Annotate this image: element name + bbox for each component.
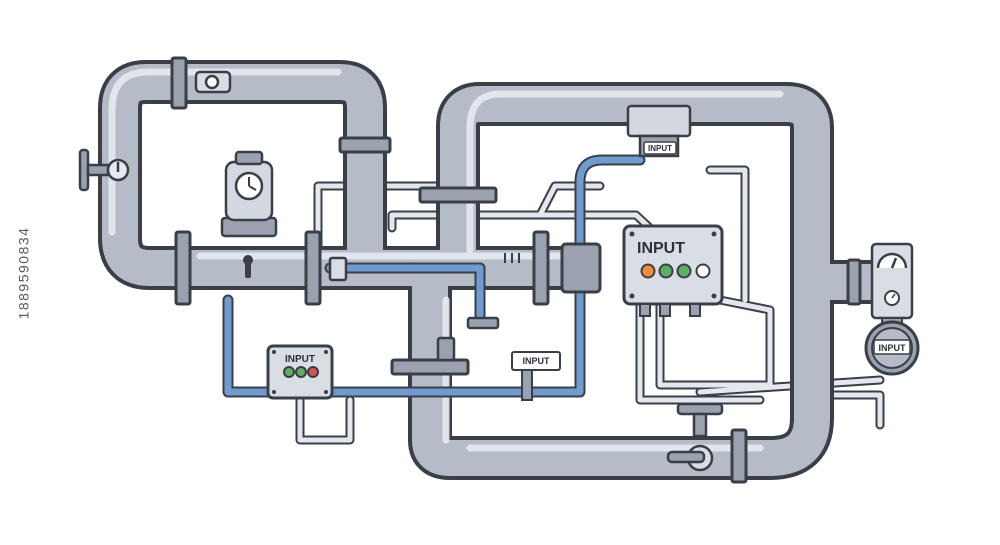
- flow-meter-label: INPUT: [879, 343, 907, 353]
- panel-light-green: [658, 263, 674, 279]
- center-tag-label: INPUT: [523, 356, 551, 366]
- outlet-cap: [466, 316, 500, 330]
- panel-light-orange: [640, 263, 656, 279]
- blue-line: [222, 154, 646, 398]
- pipe-coupling: [328, 256, 348, 282]
- inline-valve-icon[interactable]: [194, 70, 232, 94]
- pressure-gauge-icon: [220, 150, 278, 238]
- panel-light-green-2: [676, 263, 692, 279]
- gate-valve-icon[interactable]: [666, 402, 724, 472]
- small-panel-label: INPUT: [285, 354, 315, 365]
- flanges: [170, 56, 862, 484]
- dial-gauge-icon: [870, 242, 914, 320]
- top-actuator: [626, 104, 692, 158]
- center-stub: [436, 336, 456, 362]
- pipe-ribs: [504, 253, 520, 263]
- top-tag-label: INPUT: [648, 144, 672, 153]
- small-panel-light-green: [283, 366, 295, 378]
- flow-meter-icon: [864, 317, 920, 376]
- small-input-panel[interactable]: [266, 344, 334, 400]
- center-input-tag: [511, 351, 561, 401]
- stock-id-text: 1889590834: [15, 226, 31, 320]
- main-panel-label: INPUT: [637, 240, 685, 257]
- stock-id-watermark: 1889590834: [10, 18, 36, 528]
- small-panel-light-green-2: [295, 366, 307, 378]
- small-panel-light-red: [307, 366, 319, 378]
- main-input-panel[interactable]: [622, 224, 724, 317]
- valve-handwheel-icon[interactable]: [78, 148, 130, 192]
- panel-light-white: [695, 263, 711, 279]
- keyhole-mark: [243, 255, 253, 278]
